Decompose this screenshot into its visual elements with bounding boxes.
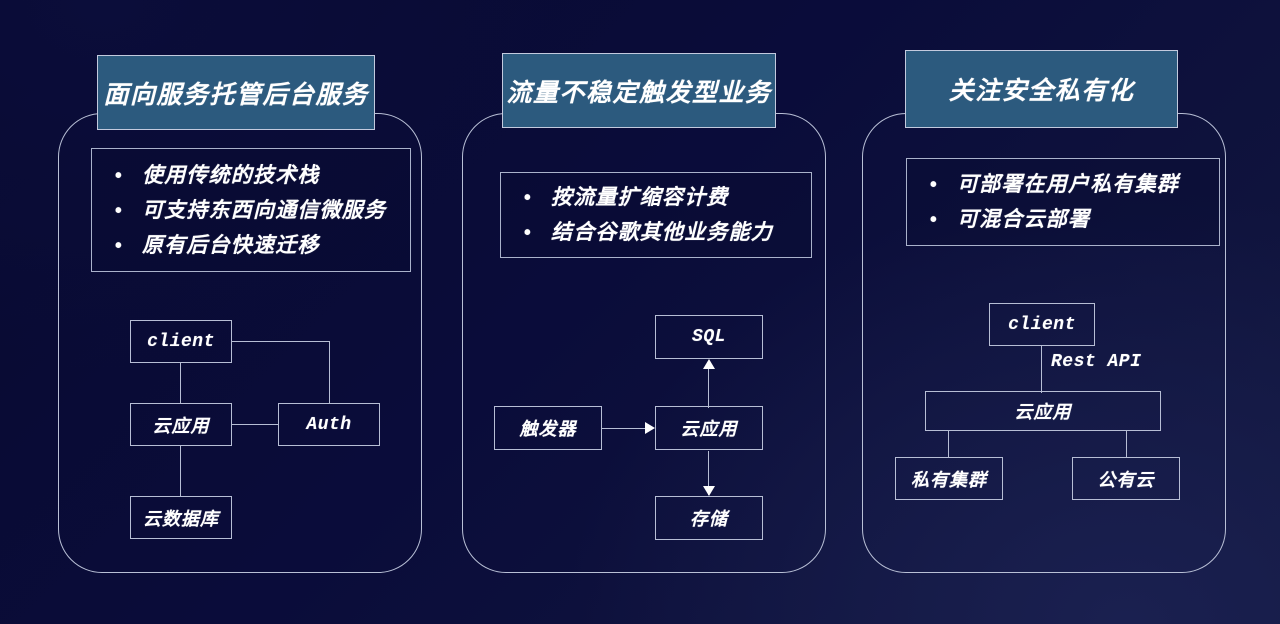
- column-header-3: 关注安全私有化: [905, 50, 1178, 128]
- list-item-label: 结合谷歌其他业务能力: [551, 221, 773, 244]
- list-item: • 按流量扩缩容计费: [515, 180, 801, 215]
- diagram-node-label: 公有云: [1097, 469, 1155, 490]
- bullet-dot-icon: •: [114, 164, 124, 187]
- list-item: • 原有后台快速迁移: [106, 228, 400, 263]
- arrowhead-trigger-to-cloudapp: [645, 422, 655, 434]
- edge-cloudapp-to-auth: [231, 424, 279, 426]
- list-item-label: 原有后台快速迁移: [142, 233, 320, 257]
- column-bullets-2: • 按流量扩缩容计费 • 结合谷歌其他业务能力: [500, 172, 812, 258]
- edge-client-to-auth-horizontal: [231, 341, 330, 343]
- bullet-dot-icon: •: [114, 234, 124, 257]
- list-item-label: 可部署在用户私有集群: [957, 173, 1179, 196]
- bullet-dot-icon: •: [929, 174, 939, 196]
- edge-cloudapp-to-sql: [708, 361, 710, 408]
- list-item: • 可支持东西向通信微服务: [106, 193, 400, 228]
- edge-label-rest-api: Rest API: [1051, 352, 1142, 372]
- diagram-node-label: 私有集群: [911, 469, 987, 490]
- diagram-node-label: 云应用: [152, 415, 210, 436]
- diagram-node-label: Auth: [306, 414, 352, 435]
- edge-cloudapp-to-privatek8s: [948, 430, 950, 458]
- edge-cloudapp-to-storage: [708, 451, 710, 495]
- diagram-node-publiccloud: 公有云: [1072, 457, 1180, 500]
- column-header-2: 流量不稳定触发型业务: [502, 53, 776, 128]
- edge-client-to-cloudapp: [1041, 345, 1043, 393]
- diagram-node-trigger: 触发器: [494, 406, 602, 450]
- column-header-3-label: 关注安全私有化: [948, 77, 1135, 105]
- diagram-node-label: 云应用: [1014, 402, 1072, 422]
- arrowhead-cloudapp-to-sql: [703, 359, 715, 369]
- diagram-node-label: 云应用: [680, 419, 738, 439]
- bullet-dot-icon: •: [929, 209, 939, 231]
- diagram-node-cloudapp: 云应用: [925, 391, 1161, 431]
- diagram-node-label: 触发器: [519, 419, 577, 439]
- list-item: • 可部署在用户私有集群: [921, 167, 1209, 202]
- list-item-label: 可混合云部署: [957, 208, 1091, 231]
- diagram-node-storage: 存储: [655, 496, 763, 540]
- column-header-1-label: 面向服务托管后台服务: [103, 80, 369, 109]
- list-item-label: 按流量扩缩容计费: [551, 186, 729, 209]
- bullet-dot-icon: •: [523, 222, 533, 244]
- column-header-1: 面向服务托管后台服务: [97, 55, 375, 130]
- column-bullets-1: • 使用传统的技术栈 • 可支持东西向通信微服务 • 原有后台快速迁移: [91, 148, 411, 272]
- diagram-node-cloudapp: 云应用: [130, 403, 232, 446]
- list-item: • 结合谷歌其他业务能力: [515, 215, 801, 250]
- diagram-node-label: client: [1008, 314, 1076, 335]
- list-item: • 使用传统的技术栈: [106, 158, 400, 193]
- column-bullets-3: • 可部署在用户私有集群 • 可混合云部署: [906, 158, 1220, 246]
- column-header-2-label: 流量不稳定触发型业务: [506, 78, 772, 107]
- bullet-dot-icon: •: [523, 187, 533, 209]
- diagram-node-clouddb: 云数据库: [130, 496, 232, 539]
- bullet-dot-icon: •: [114, 199, 124, 222]
- list-item-label: 可支持东西向通信微服务: [142, 198, 387, 222]
- diagram-node-sql: SQL: [655, 315, 763, 359]
- list-item-label: 使用传统的技术栈: [142, 163, 320, 187]
- edge-cloudapp-to-clouddb: [180, 446, 182, 497]
- list-item: • 可混合云部署: [921, 202, 1209, 237]
- diagram-node-label: 云数据库: [143, 508, 219, 529]
- edge-trigger-to-cloudapp: [602, 428, 652, 430]
- diagram-node-client: client: [989, 303, 1095, 346]
- edge-client-to-cloudapp: [180, 363, 182, 404]
- edge-cloudapp-to-publiccloud: [1126, 430, 1128, 458]
- diagram-node-privatek8s: 私有集群: [895, 457, 1003, 500]
- diagram-node-cloudapp: 云应用: [655, 406, 763, 450]
- diagram-node-label: 存储: [690, 509, 728, 529]
- diagram-node-label: client: [147, 331, 215, 352]
- diagram-node-label: SQL: [692, 327, 726, 347]
- diagram-node-client: client: [130, 320, 232, 363]
- diagram-node-auth: Auth: [278, 403, 380, 446]
- edge-client-to-auth-vertical: [329, 341, 331, 404]
- arrowhead-cloudapp-to-storage: [703, 486, 715, 496]
